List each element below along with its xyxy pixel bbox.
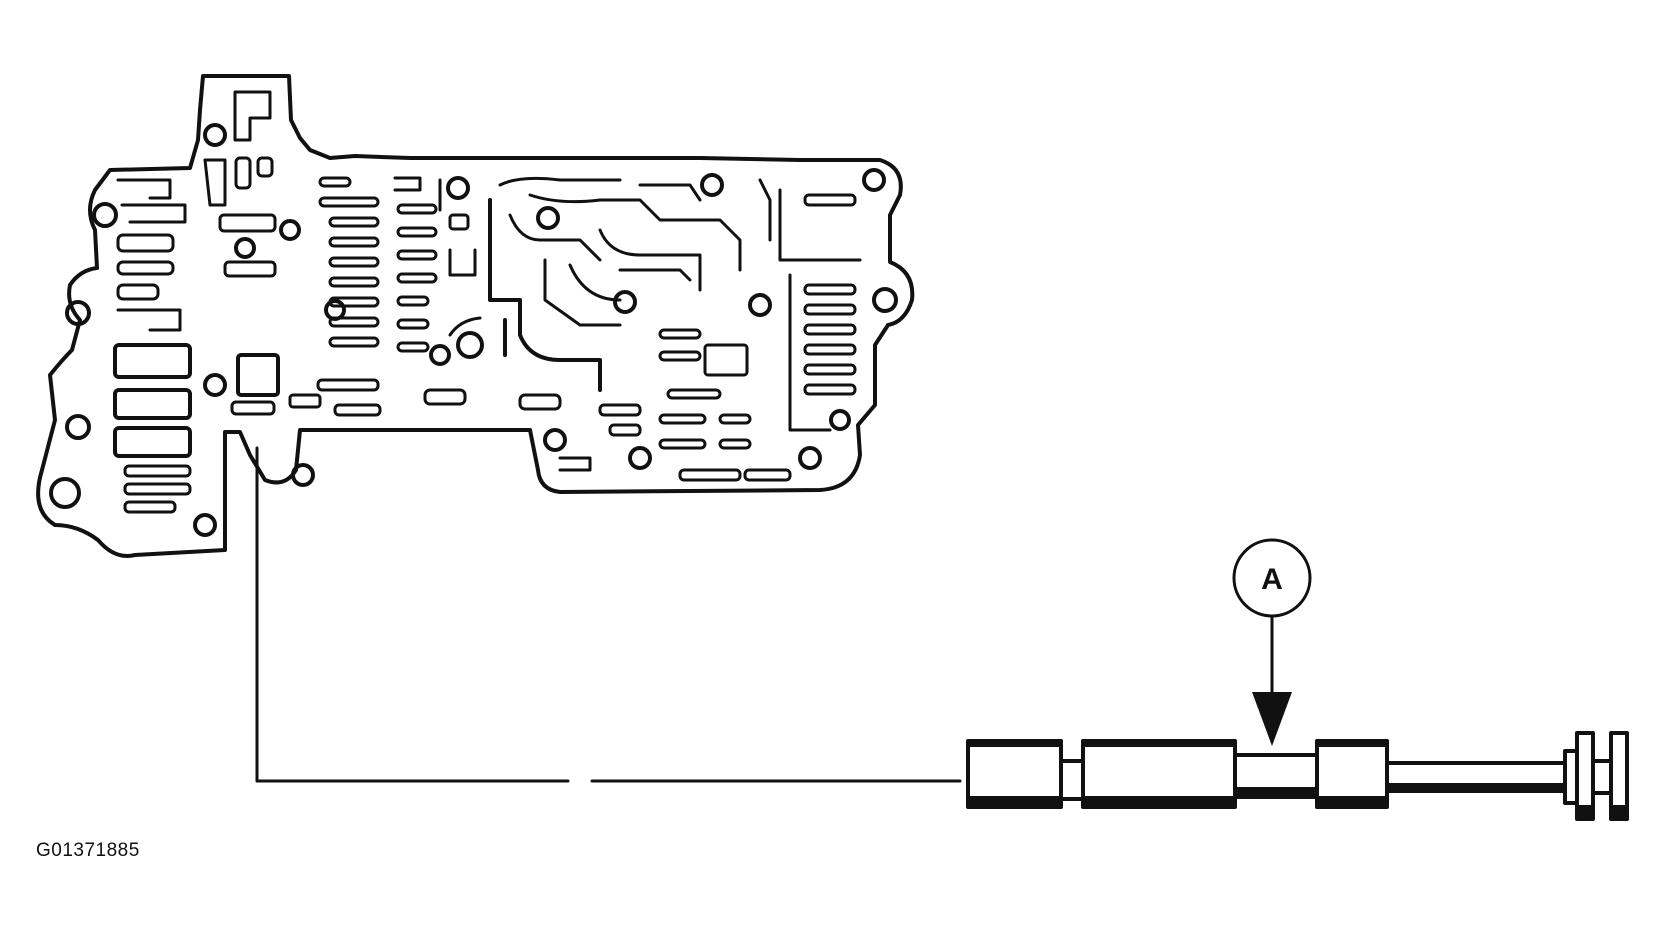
bolt-hole <box>456 331 484 359</box>
valve-body-outline <box>36 74 915 558</box>
bolt-hole <box>65 300 91 326</box>
bolt-hole <box>65 414 91 440</box>
bolt-hole <box>279 219 301 241</box>
bolt-hole <box>862 168 886 192</box>
bolt-hole <box>49 477 81 509</box>
bolt-hole <box>829 409 851 431</box>
bolt-hole <box>92 202 118 228</box>
valve-body-plate <box>36 74 915 558</box>
figure-id-label: G01371885 <box>36 840 140 861</box>
bolt-hole <box>429 344 451 366</box>
bolt-hole <box>446 176 470 200</box>
bolt-hole <box>700 173 724 197</box>
bolt-holes <box>49 123 898 537</box>
bolt-hole <box>613 290 637 314</box>
bolt-hole <box>748 293 772 317</box>
callout-a: A <box>1232 538 1312 746</box>
bolt-hole <box>234 237 256 259</box>
bolt-hole <box>628 446 652 470</box>
fluid-passages <box>113 90 862 514</box>
leader-line <box>255 446 962 783</box>
bolt-hole <box>203 373 227 397</box>
bolt-hole <box>291 463 315 487</box>
bolt-hole <box>543 428 567 452</box>
callout-label: A <box>1261 563 1283 596</box>
bolt-hole <box>324 299 346 321</box>
bolt-hole <box>536 206 560 230</box>
bolt-hole <box>203 123 227 147</box>
bolt-hole <box>193 513 217 537</box>
bolt-hole <box>798 446 822 470</box>
valve-spool <box>966 731 1629 821</box>
bolt-hole <box>872 287 898 313</box>
callout-arrowhead <box>1252 692 1292 746</box>
